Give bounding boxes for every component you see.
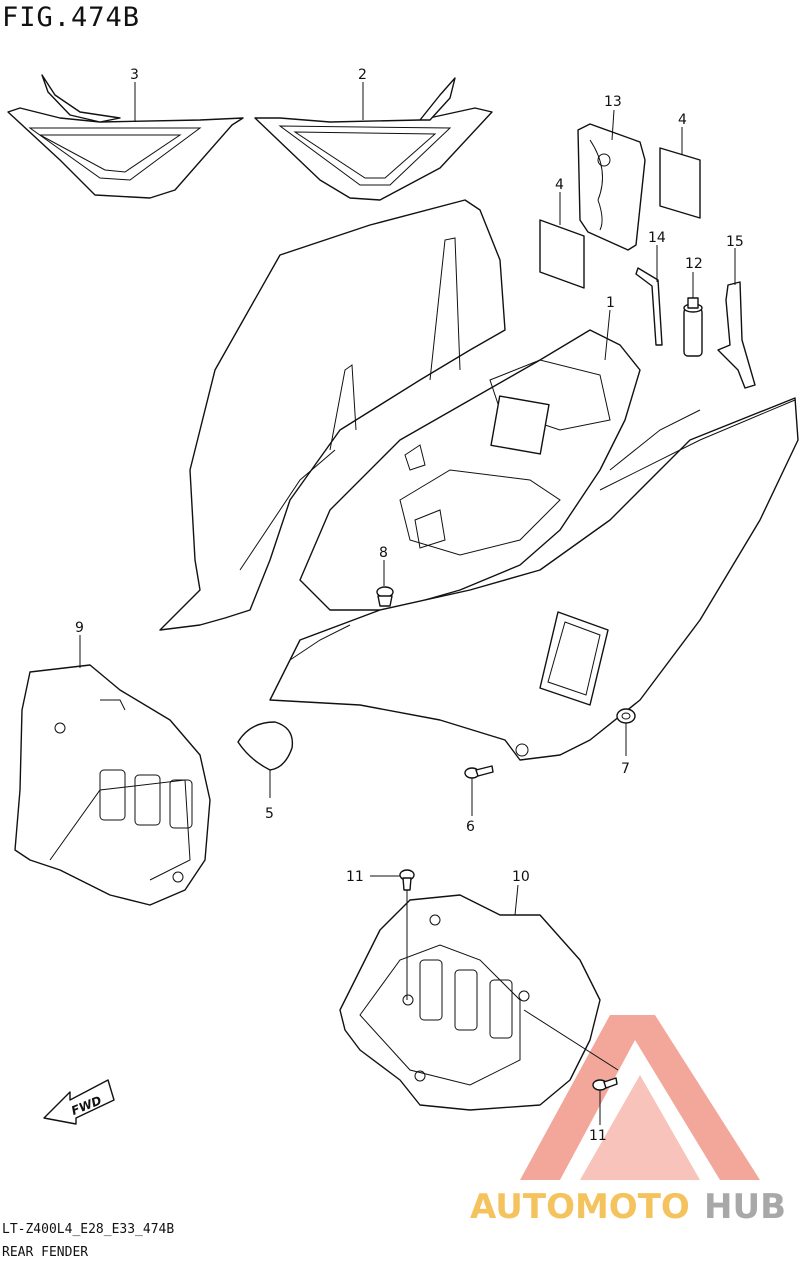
part-14-hex-wrench — [635, 267, 663, 346]
callout-15: 15 — [726, 234, 744, 250]
callout-5: 5 — [265, 806, 274, 822]
part-3-decal-left — [7, 74, 244, 199]
figure-title: FIG.474B — [2, 2, 141, 33]
callout-12: 12 — [685, 256, 703, 272]
part-13-tool-bag — [577, 123, 646, 251]
callout-11-upper: 11 — [346, 869, 364, 885]
callout-3: 3 — [130, 67, 139, 83]
watermark-part2: HUB — [704, 1187, 786, 1227]
part-7-grommet — [616, 708, 636, 724]
part-15-spanner — [717, 281, 756, 389]
part-5-cap — [237, 721, 294, 771]
diagram-name: REAR FENDER — [2, 1245, 89, 1260]
callout-7: 7 — [621, 761, 630, 777]
watermark-part1: AUTOMOTO — [470, 1187, 690, 1227]
callout-labels: 3 2 13 4 4 14 12 15 1 8 9 5 6 7 11 10 11 — [75, 67, 744, 1144]
part-10-right-mudguard — [339, 894, 601, 1111]
part-4-pad-lower — [539, 219, 585, 289]
callout-13: 13 — [604, 94, 622, 110]
watermark-logo — [520, 1015, 760, 1180]
callout-6: 6 — [466, 819, 475, 835]
diagram-code: LT-Z400L4_E28_E33_474B — [2, 1222, 175, 1237]
part-4-pad-upper — [659, 147, 701, 219]
part-9-left-mudguard — [14, 664, 211, 906]
callout-9: 9 — [75, 620, 84, 636]
part-11-screw-upper — [399, 869, 415, 891]
leader-lines — [79, 82, 736, 1125]
part-1-rear-fender — [159, 199, 799, 761]
callout-11-lower: 11 — [589, 1128, 607, 1144]
part-6-screw — [464, 765, 494, 779]
callout-4-lower: 4 — [555, 177, 564, 193]
part-12-socket — [683, 297, 703, 357]
callout-1: 1 — [606, 295, 615, 311]
fwd-arrow: FWD — [43, 1079, 115, 1125]
part-2-decal-right — [254, 77, 493, 201]
callout-2: 2 — [358, 67, 367, 83]
part-11-screw-lower — [592, 1077, 618, 1091]
callout-14: 14 — [648, 230, 666, 246]
callout-4-upper: 4 — [678, 112, 687, 128]
part-8-screw — [376, 586, 394, 607]
watermark-text: AUTOMOTO HUB — [470, 1187, 786, 1227]
callout-10: 10 — [512, 869, 530, 885]
callout-8: 8 — [379, 545, 388, 561]
